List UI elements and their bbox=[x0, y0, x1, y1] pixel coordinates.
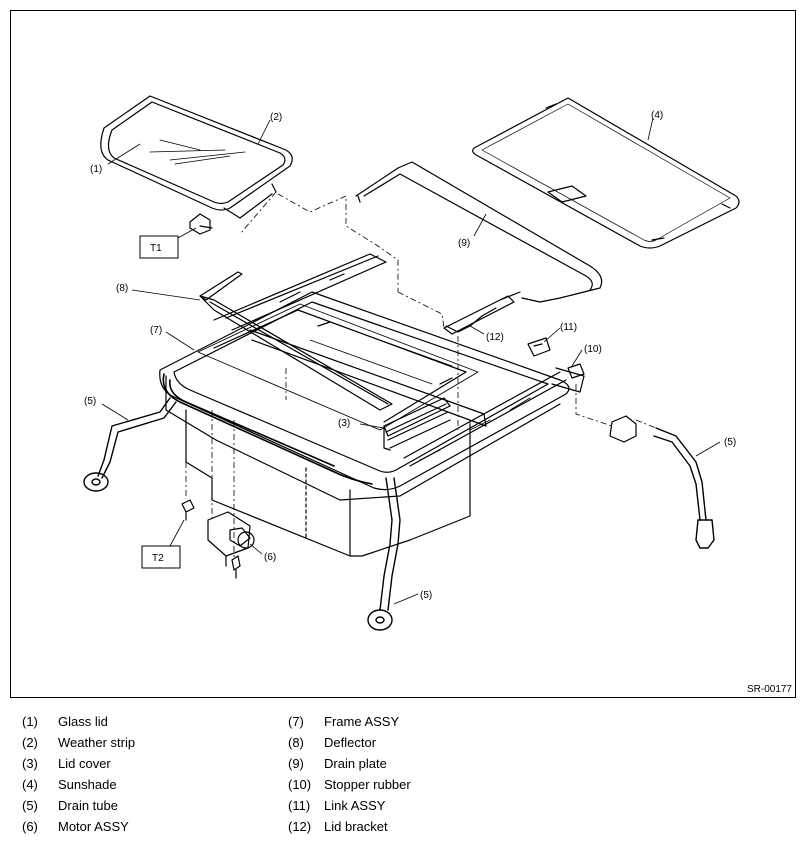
legend-name: Drain plate bbox=[324, 756, 387, 771]
legend-name: Lid cover bbox=[58, 756, 111, 771]
legend-number: (8) bbox=[288, 735, 304, 750]
legend-number: (3) bbox=[22, 756, 38, 771]
legend-number: (11) bbox=[288, 798, 311, 813]
legend-number: (7) bbox=[288, 714, 304, 729]
callout-9: (9) bbox=[458, 238, 470, 249]
legend-number: (9) bbox=[288, 756, 304, 771]
callout-2: (2) bbox=[270, 112, 282, 123]
callout-5-right: (5) bbox=[724, 437, 736, 448]
callout-3: (3) bbox=[338, 418, 350, 429]
callout-11: (11) bbox=[560, 322, 577, 333]
torque-tag-t2: T2 bbox=[141, 545, 181, 569]
legend-number: (4) bbox=[22, 777, 38, 792]
figure-code: SR-00177 bbox=[746, 684, 792, 695]
drain-tube-left bbox=[83, 397, 177, 492]
motor-assy bbox=[207, 511, 255, 567]
bolts bbox=[181, 213, 241, 579]
legend-number: (2) bbox=[22, 735, 38, 750]
leader-lines bbox=[101, 117, 721, 605]
legend-number: (6) bbox=[22, 819, 38, 834]
legend-number: (1) bbox=[22, 714, 38, 729]
legend-number: (10) bbox=[288, 777, 312, 792]
legend-name: Drain tube bbox=[58, 798, 118, 813]
torque-tag-t1: T1 bbox=[139, 235, 179, 259]
diagram-frame bbox=[10, 10, 796, 698]
drain-plate bbox=[355, 161, 603, 303]
stopper-rubber bbox=[567, 363, 585, 379]
callout-6: (6) bbox=[264, 552, 276, 563]
legend-number: (12) bbox=[288, 819, 312, 834]
callout-12: (12) bbox=[486, 332, 504, 343]
legend-name: Stopper rubber bbox=[324, 777, 411, 792]
svg-text:T2: T2 bbox=[152, 553, 164, 564]
frame-assy bbox=[159, 291, 585, 491]
legend-name: Sunshade bbox=[58, 777, 117, 792]
link-assy bbox=[527, 337, 637, 443]
housing-pan bbox=[165, 375, 561, 557]
callout-5-front: (5) bbox=[420, 590, 432, 601]
legend-name: Glass lid bbox=[58, 714, 108, 729]
callout-1: (1) bbox=[90, 164, 102, 175]
svg-text:T1: T1 bbox=[150, 243, 162, 254]
side-rails bbox=[249, 329, 567, 467]
deflector bbox=[199, 271, 393, 411]
legend-name: Weather strip bbox=[58, 735, 136, 750]
callout-labels: (1) (2) (3) (4) (5) (5) (5) (6) (7) (8) … bbox=[84, 110, 736, 601]
drain-tube-front bbox=[367, 477, 401, 631]
sunroof-exploded-view: (1) (2) (3) (4) (5) (5) (5) (6) (7) (8) … bbox=[83, 95, 740, 631]
callout-7: (7) bbox=[150, 325, 162, 336]
callout-10: (10) bbox=[584, 344, 602, 355]
drain-tube-right bbox=[653, 427, 715, 549]
sunshade bbox=[472, 97, 740, 249]
guide-rail bbox=[213, 253, 387, 331]
frame-seal bbox=[162, 373, 373, 485]
glass-lid bbox=[100, 95, 293, 219]
legend-name: Lid bracket bbox=[324, 819, 388, 834]
lid-cover bbox=[383, 397, 451, 451]
legend-name: Motor ASSY bbox=[58, 819, 129, 834]
lid-bracket bbox=[443, 291, 521, 335]
legend-number: (5) bbox=[22, 798, 38, 813]
alignment-lines bbox=[185, 191, 657, 560]
legend-name: Link ASSY bbox=[324, 798, 386, 813]
legend-name: Deflector bbox=[324, 735, 377, 750]
callout-4: (4) bbox=[651, 110, 663, 121]
callout-5-left: (5) bbox=[84, 396, 96, 407]
legend-name: Frame ASSY bbox=[324, 714, 400, 729]
callout-8: (8) bbox=[116, 283, 128, 294]
